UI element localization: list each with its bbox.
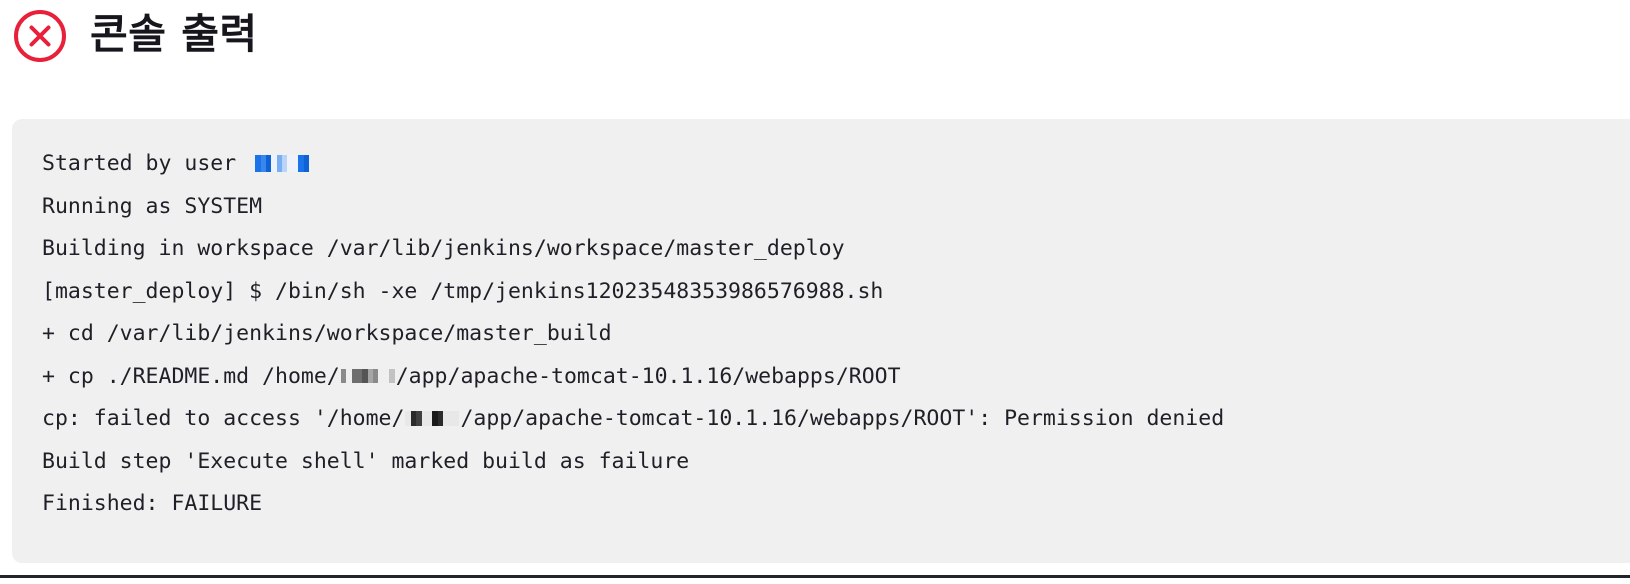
line-shell-invocation: [master_deploy] $ /bin/sh -xe /tmp/jenki… bbox=[42, 271, 1630, 314]
bottom-divider bbox=[0, 575, 1630, 578]
redacted-home-user-redaction bbox=[340, 368, 395, 383]
redacted-home-user-redaction bbox=[405, 410, 460, 426]
console-text: /app/apache-tomcat-10.1.16/webapps/ROOT'… bbox=[460, 406, 1225, 431]
console-text: /app/apache-tomcat-10.1.16/webapps/ROOT bbox=[395, 363, 901, 389]
line-cd: + cd /var/lib/jenkins/workspace/master_b… bbox=[42, 313, 1630, 356]
console-text: + cd /var/lib/jenkins/workspace/master_b… bbox=[42, 321, 612, 346]
line-building-in-workspace: Building in workspace /var/lib/jenkins/w… bbox=[42, 228, 1630, 271]
line-running-as: Running as SYSTEM bbox=[42, 186, 1630, 229]
console-text: Finished: FAILURE bbox=[42, 491, 263, 516]
page-title: 콘솔 출력 bbox=[90, 9, 258, 58]
console-text: Building in workspace /var/lib/jenkins/w… bbox=[42, 236, 845, 261]
console-text: Running as SYSTEM bbox=[42, 193, 263, 219]
console-text: Started by user bbox=[42, 151, 250, 176]
page-header: 콘솔 출력 bbox=[0, 0, 1630, 64]
console-text: + cp ./README.md /home/ bbox=[42, 363, 340, 389]
console-text: Build step 'Execute shell' marked build … bbox=[42, 448, 690, 474]
console-output-log[interactable]: Started by user Running as SYSTEM Buildin… bbox=[12, 119, 1630, 563]
redacted-username-redaction bbox=[255, 154, 310, 172]
line-finished: Finished: FAILURE bbox=[42, 483, 1630, 526]
line-build-step: Build step 'Execute shell' marked build … bbox=[42, 441, 1630, 484]
line-cp: + cp ./README.md /home/ /app/apache-tomca… bbox=[42, 356, 1630, 399]
console-text: [master_deploy] $ /bin/sh -xe /tmp/jenki… bbox=[42, 278, 884, 304]
line-started-by-user: Started by user bbox=[42, 143, 1630, 186]
console-output-wrapper: Started by user Running as SYSTEM Buildin… bbox=[0, 119, 1630, 563]
line-cp-error: cp: failed to access '/home/ /app/apache-… bbox=[42, 398, 1630, 441]
error-circle-x-icon bbox=[14, 10, 66, 62]
console-text: cp: failed to access '/home/ bbox=[42, 406, 405, 431]
